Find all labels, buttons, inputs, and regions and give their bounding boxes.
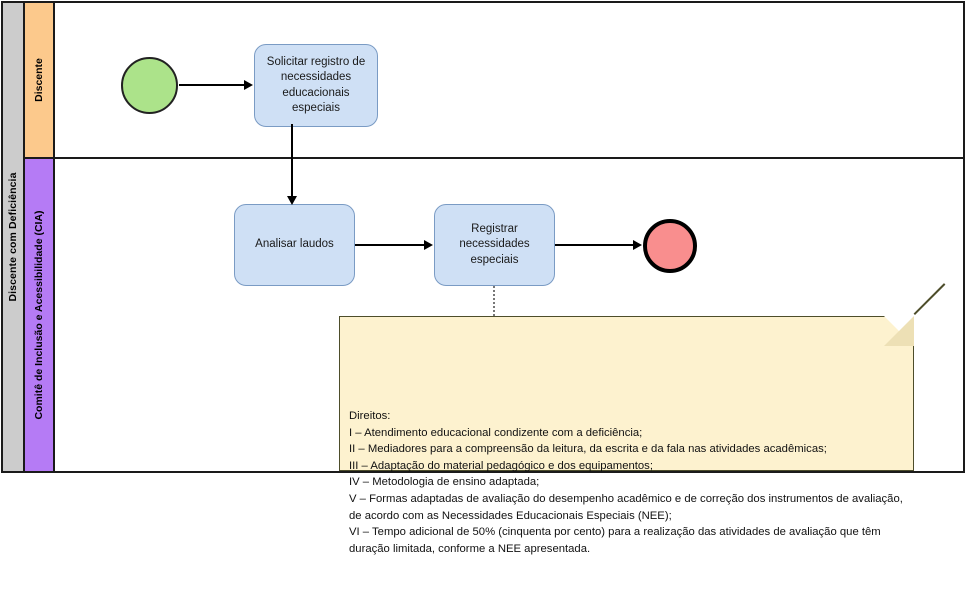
flow-registrar-to-end-line	[555, 244, 634, 246]
annotation-fold-edge-icon	[913, 283, 946, 315]
flow-registrar-to-end-arrowhead	[633, 240, 642, 250]
flow-start-to-solicitar-arrowhead	[244, 80, 253, 90]
lane-discente: Discente Solicitar registro de necessida…	[25, 3, 965, 159]
pool-header: Discente com Deficiência	[3, 3, 25, 471]
flow-solicitar-to-analisar-line	[291, 124, 293, 202]
task-registrar-necessidades-label: Registrar necessidades especiais	[459, 223, 530, 266]
flow-analisar-to-registrar-line	[355, 244, 425, 246]
end-event[interactable]	[643, 219, 697, 273]
annotation-direitos[interactable]: Direitos: I – Atendimento educacional co…	[339, 283, 946, 555]
lane-header-cia: Comitê de Inclusão e Acessibilidade (CIA…	[25, 159, 55, 471]
lane-label-discente: Discente	[33, 58, 45, 102]
lane-header-discente: Discente	[25, 3, 55, 157]
flow-analisar-to-registrar-arrowhead	[424, 240, 433, 250]
start-event[interactable]	[121, 57, 178, 114]
flow-solicitar-to-analisar-arrowhead	[287, 196, 297, 205]
annotation-direitos-text: Direitos: I – Atendimento educacional co…	[349, 409, 903, 555]
task-analisar-laudos-label: Analisar laudos	[255, 238, 334, 251]
flow-start-to-solicitar-line	[179, 84, 245, 86]
lane-label-cia: Comitê de Inclusão e Acessibilidade (CIA…	[33, 210, 45, 420]
task-analisar-laudos[interactable]: Analisar laudos	[234, 204, 355, 286]
pool-label: Discente com Deficiência	[7, 172, 19, 302]
lane-cia: Comitê de Inclusão e Acessibilidade (CIA…	[25, 159, 965, 555]
pool-discente-com-deficiencia: Discente com Deficiência Discente Solici…	[1, 1, 965, 555]
annotation-fold-inner-icon	[884, 316, 914, 346]
association-registrar-to-annotation	[493, 286, 495, 316]
task-registrar-necessidades[interactable]: Registrar necessidades especiais	[434, 204, 555, 286]
task-solicitar-registro-label: Solicitar registro de necessidades educa…	[266, 56, 366, 114]
bpmn-diagram-canvas: Discente com Deficiência Discente Solici…	[0, 0, 967, 555]
task-solicitar-registro[interactable]: Solicitar registro de necessidades educa…	[254, 44, 378, 127]
